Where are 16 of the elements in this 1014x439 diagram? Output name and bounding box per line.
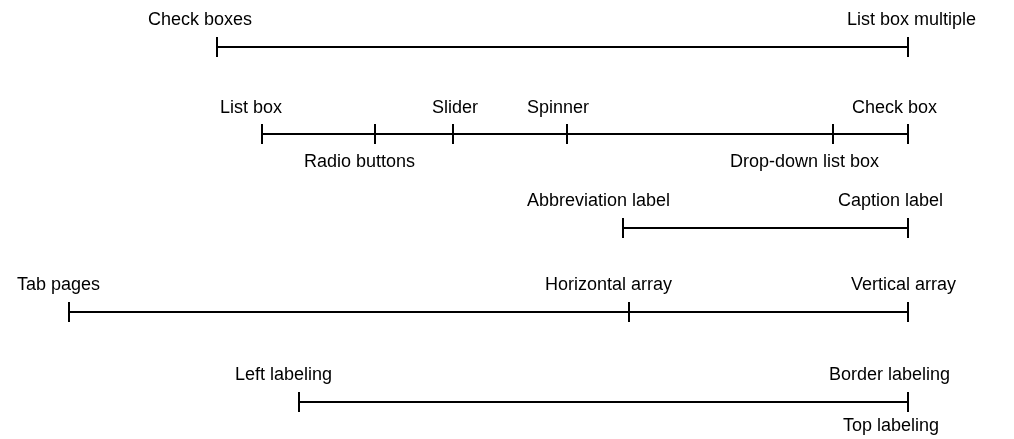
- scale-label: List box: [220, 97, 283, 117]
- scale-label: Drop-down list box: [730, 151, 880, 171]
- scale-label: Abbreviation label: [527, 190, 671, 210]
- scale-label: Border labeling: [829, 364, 951, 384]
- scale-label: Tab pages: [17, 274, 101, 294]
- scale-label: Caption label: [838, 190, 944, 210]
- scale-label: Left labeling: [235, 364, 333, 384]
- scale-label: Vertical array: [851, 274, 957, 294]
- scale-label: Horizontal array: [545, 274, 673, 294]
- scale-label: Spinner: [527, 97, 590, 117]
- scale-label: List box multiple: [847, 9, 977, 29]
- scale-label: Radio buttons: [304, 151, 416, 171]
- scale-label: Check box: [852, 97, 938, 117]
- scale-label: Top labeling: [843, 415, 940, 435]
- scale-label: Check boxes: [148, 9, 253, 29]
- scale-label: Slider: [432, 97, 479, 117]
